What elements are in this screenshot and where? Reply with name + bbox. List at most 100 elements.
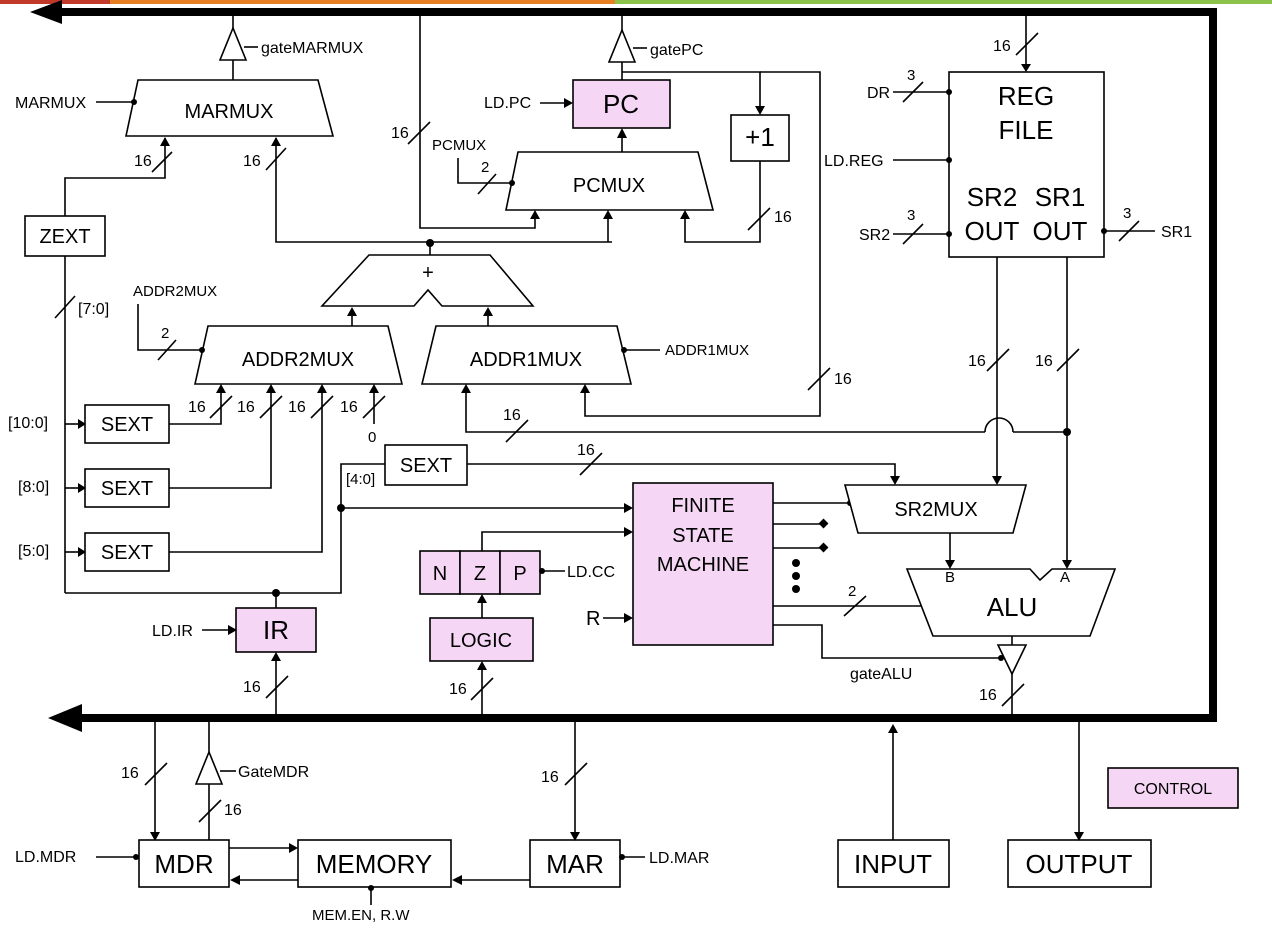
reg-file-label-2: FILE bbox=[999, 115, 1054, 145]
ld-ir-label: LD.IR bbox=[152, 623, 193, 640]
alu-input-a-label: A bbox=[1060, 569, 1070, 586]
register-file: REG FILE SR2 OUT SR1 OUT 16 DR 3 LD.REG … bbox=[824, 12, 1192, 569]
sr1-out-label-1: SR1 bbox=[1035, 182, 1086, 212]
sext-8-0-label: SEXT bbox=[101, 478, 153, 500]
reg-file-label-1: REG bbox=[998, 81, 1054, 111]
ld-pc-label: LD.PC bbox=[484, 95, 531, 112]
width-sr2out: 16 bbox=[968, 353, 986, 370]
logic-label: LOGIC bbox=[450, 630, 512, 652]
width-bus-mdr: 16 bbox=[121, 765, 139, 782]
control-legend-label: CONTROL bbox=[1134, 781, 1212, 798]
ld-mar-label: LD.MAR bbox=[649, 850, 709, 867]
zero-input: 16 0 bbox=[340, 384, 386, 446]
dr-label: DR bbox=[867, 85, 890, 102]
top-strip-right bbox=[615, 0, 1272, 4]
ir-label: IR bbox=[263, 615, 289, 645]
marmux-select-label: MARMUX bbox=[15, 95, 86, 112]
width-bus-mar: 16 bbox=[541, 769, 559, 786]
fsm-label-2: STATE bbox=[672, 525, 733, 547]
alu: B A ALU 16 gateALU bbox=[850, 568, 1117, 718]
increment-label: +1 bbox=[745, 122, 775, 152]
width-dr: 3 bbox=[907, 67, 915, 84]
r-signal-label: R bbox=[586, 608, 600, 630]
gate-mdr-label: GateMDR bbox=[238, 764, 309, 781]
mdr-label: MDR bbox=[154, 849, 213, 879]
ld-cc-label: LD.CC bbox=[567, 564, 615, 581]
pcmux-label: PCMUX bbox=[573, 175, 645, 197]
sr2mux: SR2MUX bbox=[843, 484, 1028, 569]
width-sr1-addr1: 16 bbox=[503, 407, 521, 424]
sr2-out-label-2: OUT bbox=[965, 216, 1020, 246]
gate-pc-label: gatePC bbox=[650, 42, 703, 59]
sext-10-0: SEXT [10:0] 16 bbox=[8, 384, 233, 444]
addr1mux-select-label: ADDR1MUX bbox=[665, 342, 749, 359]
bits-5-0-label: [5:0] bbox=[18, 543, 49, 560]
addr1mux: ADDR1MUX ADDR1MUX 16 bbox=[420, 325, 1067, 443]
ld-mdr-label: LD.MDR bbox=[15, 849, 76, 866]
p-flag-label: P bbox=[513, 563, 526, 585]
input-block: INPUT bbox=[837, 724, 950, 888]
addr1mux-label: ADDR1MUX bbox=[470, 349, 582, 371]
marmux: MARMUX MARMUX bbox=[15, 79, 335, 137]
zext-block: ZEXT 16 [7:0] bbox=[24, 137, 173, 593]
width-sr2: 3 bbox=[907, 207, 915, 224]
pcmux: PCMUX PCMUX 2 16 16 bbox=[391, 12, 792, 243]
bits-4-0-label: [4:0] bbox=[346, 471, 375, 488]
mem-en-label: MEM.EN, R.W bbox=[312, 907, 410, 924]
width-bus-pcmux: 16 bbox=[391, 125, 409, 142]
addr2mux-select-label: ADDR2MUX bbox=[133, 283, 217, 300]
sr2mux-label: SR2MUX bbox=[894, 499, 977, 521]
width-pc-addr1: 16 bbox=[834, 371, 852, 388]
mar-label: MAR bbox=[546, 849, 604, 879]
ld-reg-label: LD.REG bbox=[824, 153, 884, 170]
sext-5-0-label: SEXT bbox=[101, 542, 153, 564]
output-label: OUTPUT bbox=[1026, 849, 1133, 879]
width-bus-regfile: 16 bbox=[993, 38, 1011, 55]
width-bus-logic: 16 bbox=[449, 681, 467, 698]
mdr-register: MDR LD.MDR 16 16 GateMDR bbox=[15, 722, 309, 888]
finite-state-machine: FINITE STATE MACHINE R 2 bbox=[586, 482, 1004, 661]
zext-label: ZEXT bbox=[39, 226, 90, 248]
width-sext5: 16 bbox=[288, 399, 306, 416]
pc-label: PC bbox=[603, 89, 639, 119]
sext-10-0-label: SEXT bbox=[101, 414, 153, 436]
gate-alu-label: gateALU bbox=[850, 666, 912, 683]
width-zext-in: [7:0] bbox=[78, 301, 109, 318]
sr1-select-label: SR1 bbox=[1161, 224, 1192, 241]
width-mdr-bus: 16 bbox=[224, 802, 242, 819]
adder-label: + bbox=[422, 262, 434, 284]
gate-marmux: gateMARMUX bbox=[218, 12, 364, 80]
fsm-label-1: FINITE bbox=[671, 495, 734, 517]
memory-label: MEMORY bbox=[316, 849, 433, 879]
ir-register: IR LD.IR 16 bbox=[65, 503, 633, 718]
sext-8-0: SEXT [8:0] 16 bbox=[18, 384, 283, 508]
increment-block: +1 bbox=[730, 114, 790, 162]
sr2-out-label-1: SR2 bbox=[967, 182, 1018, 212]
width-fsm-alu: 2 bbox=[848, 583, 856, 600]
sr2-select-label: SR2 bbox=[859, 227, 890, 244]
width-pcmux-sel: 2 bbox=[481, 159, 489, 176]
adder-to-marmux-wire: 16 bbox=[243, 137, 612, 243]
width-sr1out: 16 bbox=[1035, 353, 1053, 370]
nzp-register: N Z P LD.CC bbox=[419, 527, 633, 595]
width-sext4: 16 bbox=[577, 442, 595, 459]
input-label: INPUT bbox=[854, 849, 932, 879]
gate-pc: gatePC bbox=[607, 12, 703, 80]
output-block: OUTPUT bbox=[1007, 722, 1152, 888]
control-legend: CONTROL bbox=[1107, 767, 1239, 809]
gate-marmux-label: gateMARMUX bbox=[261, 40, 364, 57]
zero-label: 0 bbox=[368, 429, 376, 446]
memory-block: MEMORY MEM.EN, R.W bbox=[229, 839, 452, 924]
bits-8-0-label: [8:0] bbox=[18, 479, 49, 496]
width-zero: 16 bbox=[340, 399, 358, 416]
alu-label: ALU bbox=[987, 592, 1038, 622]
marmux-label: MARMUX bbox=[185, 101, 274, 123]
top-strip-left bbox=[0, 0, 110, 4]
alu-input-b-label: B bbox=[945, 569, 955, 586]
addr2mux: ADDR2MUX ADDR2MUX 2 bbox=[133, 283, 404, 385]
pcmux-select-label: PCMUX bbox=[432, 137, 486, 154]
width-sext8: 16 bbox=[237, 399, 255, 416]
width-alu-bus: 16 bbox=[979, 687, 997, 704]
pc-register: PC LD.PC bbox=[484, 79, 671, 129]
